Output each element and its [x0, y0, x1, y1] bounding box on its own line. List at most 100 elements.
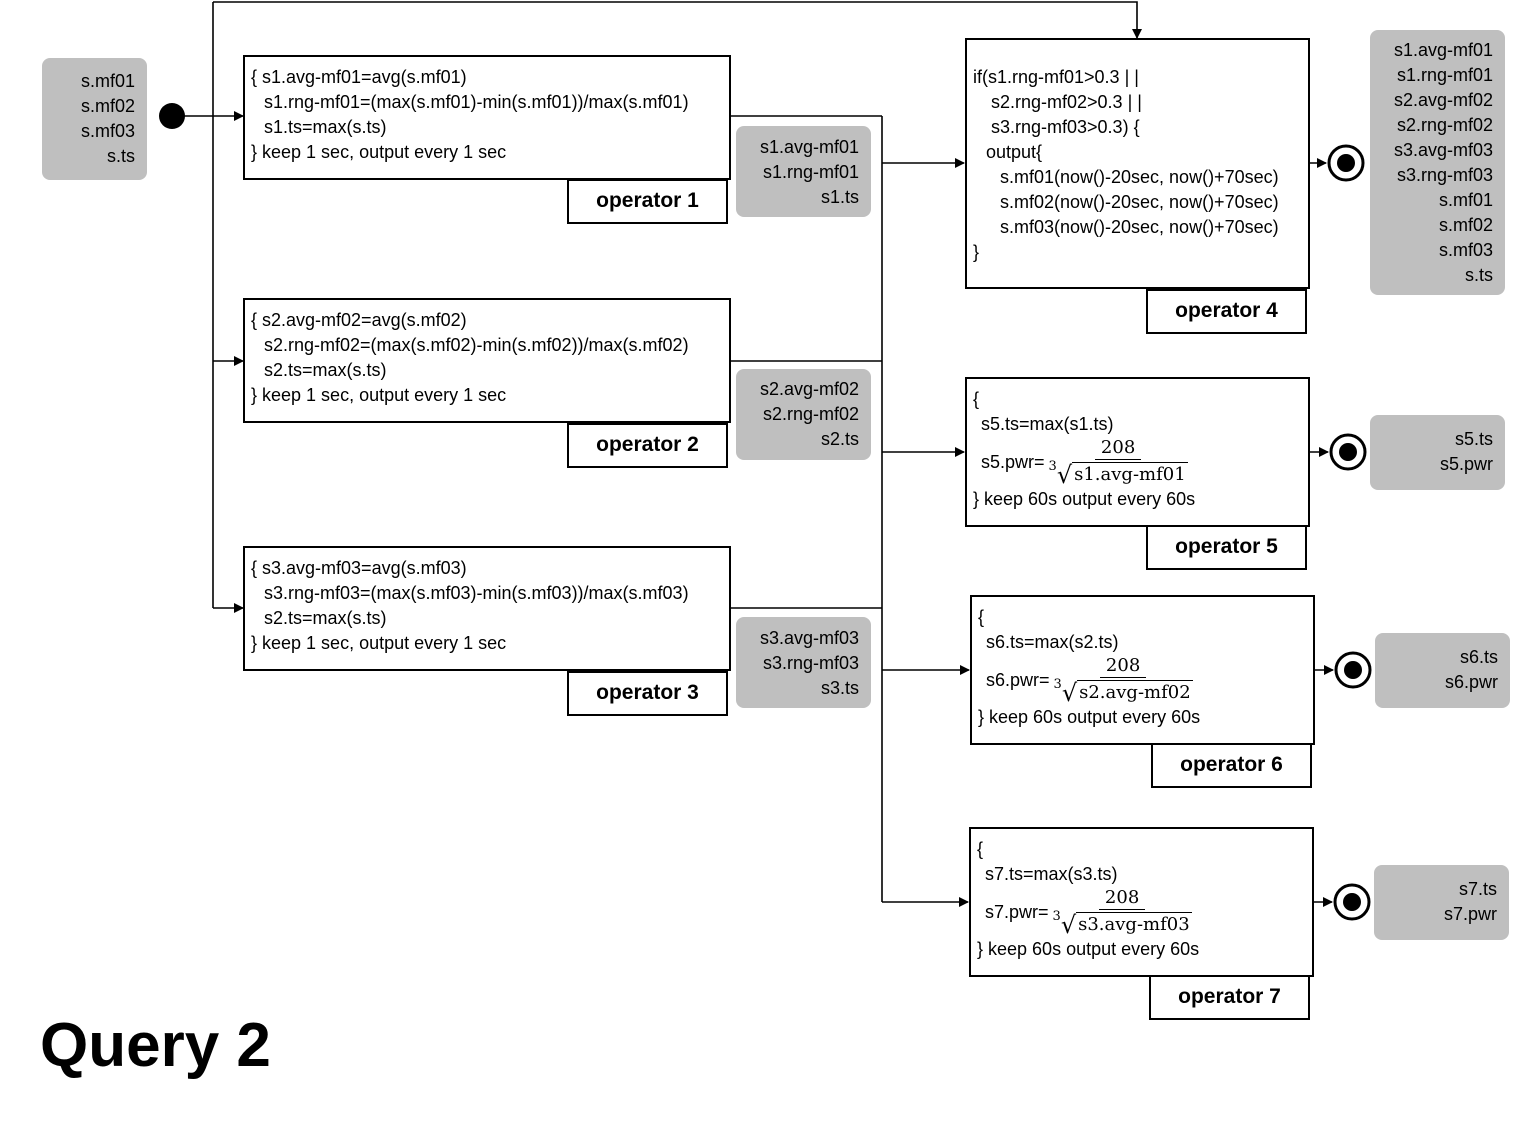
- sink-node-op6: [1334, 651, 1372, 689]
- op7-denominator: 3 √ s3.avg-mf03: [1053, 910, 1192, 937]
- field-label: s3.rng-mf03: [762, 653, 859, 673]
- op7-pwr-formula: s7.pwr= 208 3 √ s3.avg-mf03: [977, 887, 1306, 937]
- field-label: s1.rng-mf01: [1396, 65, 1493, 85]
- operator-6-box: { s6.ts=max(s2.ts) s6.pwr= 208 3 √ s2.av…: [970, 595, 1315, 745]
- op4-line: output{: [986, 142, 1043, 162]
- op2-line: s2.ts=max(s.ts): [264, 360, 387, 380]
- field-label: s2.rng-mf02: [1396, 115, 1493, 135]
- operator-3-label: operator 3: [567, 671, 728, 716]
- op4-line: s2.rng-mf02>0.3 | |: [991, 92, 1142, 112]
- sink-node-op4: [1327, 144, 1365, 182]
- op7-radicand: s3.avg-mf03: [1076, 912, 1192, 935]
- field-label: s1.avg-mf01: [759, 137, 859, 157]
- op6-pwr-label: s6.pwr=: [986, 669, 1050, 690]
- operator-2-outputs: s2.avg-mf02 s2.rng-mf02 s2.ts: [736, 369, 871, 460]
- input-fields: s.mf01 s.mf02 s.mf03 s.ts: [42, 58, 147, 180]
- op3-line: { s3.avg-mf03=avg(s.mf03): [251, 558, 467, 578]
- op3-line: } keep 1 sec, output every 1 sec: [251, 633, 507, 653]
- op1-line: s1.rng-mf01=(max(s.mf01)-min(s.mf01))/ma…: [264, 92, 689, 112]
- op4-line: s.mf02(now()-20sec, now()+70sec): [1000, 192, 1279, 212]
- root-icon: √: [1060, 911, 1077, 939]
- operator-7-box: { s7.ts=max(s3.ts) s7.pwr= 208 3 √ s3.av…: [969, 827, 1314, 977]
- op7-close: } keep 60s output every 60s: [977, 939, 1200, 959]
- operator-6-label: operator 6: [1151, 743, 1312, 788]
- field-label: s3.avg-mf03: [759, 628, 859, 648]
- field-label: s2.avg-mf02: [1393, 90, 1493, 110]
- field-label: s2.ts: [820, 429, 859, 449]
- op4-line: s.mf01(now()-20sec, now()+70sec): [1000, 167, 1279, 187]
- op1-line: { s1.avg-mf01=avg(s.mf01): [251, 67, 467, 87]
- field-label: s3.ts: [820, 678, 859, 698]
- operator-6-outputs: s6.ts s6.pwr: [1375, 633, 1510, 708]
- source-node: [159, 103, 185, 129]
- field-label: s3.rng-mf03: [1396, 165, 1493, 185]
- field-label: s5.pwr: [1439, 454, 1493, 474]
- op6-radicand: s2.avg-mf02: [1077, 680, 1193, 703]
- op6-close: } keep 60s output every 60s: [978, 707, 1201, 727]
- operator-5-outputs: s5.ts s5.pwr: [1370, 415, 1505, 490]
- op5-denominator: 3 √ s1.avg-mf01: [1049, 460, 1188, 487]
- op7-fraction: 208 3 √ s3.avg-mf03: [1053, 887, 1192, 937]
- field-label: s.mf01: [80, 71, 135, 91]
- field-label: s7.pwr: [1443, 904, 1497, 924]
- field-label: s6.ts: [1459, 647, 1498, 667]
- op6-ts: s6.ts=max(s2.ts): [986, 632, 1119, 652]
- op6-root-index: 3: [1053, 677, 1062, 692]
- operator-4-box: if(s1.rng-mf01>0.3 | | s2.rng-mf02>0.3 |…: [965, 38, 1310, 289]
- op4-line: if(s1.rng-mf01>0.3 | |: [973, 67, 1139, 87]
- op6-fraction: 208 3 √ s2.avg-mf02: [1054, 655, 1193, 705]
- operator-1-box: { s1.avg-mf01=avg(s.mf01) s1.rng-mf01=(m…: [243, 55, 731, 180]
- op5-numerator: 208: [1094, 437, 1142, 460]
- op6-open: {: [978, 607, 985, 627]
- root-icon: √: [1056, 461, 1073, 489]
- operator-1-label: operator 1: [567, 179, 728, 224]
- operator-3-outputs: s3.avg-mf03 s3.rng-mf03 s3.ts: [736, 617, 871, 708]
- op5-root-index: 3: [1048, 459, 1057, 474]
- op3-line: s3.rng-mf03=(max(s.mf03)-min(s.mf03))/ma…: [264, 583, 689, 603]
- sink-node-op7: [1333, 883, 1371, 921]
- op7-pwr-label: s7.pwr=: [985, 901, 1049, 922]
- field-label: s.mf02: [1438, 215, 1493, 235]
- operator-5-label: operator 5: [1146, 525, 1307, 570]
- edge-bus-op4: [213, 1, 1142, 39]
- field-label: s.mf01: [1438, 190, 1493, 210]
- field-label: s1.avg-mf01: [1393, 40, 1493, 60]
- op4-line: s.mf03(now()-20sec, now()+70sec): [1000, 217, 1279, 237]
- operator-3-box: { s3.avg-mf03=avg(s.mf03) s3.rng-mf03=(m…: [243, 546, 731, 671]
- op1-line: s1.ts=max(s.ts): [264, 117, 387, 137]
- field-label: s5.ts: [1454, 429, 1493, 449]
- diagram-title: Query 2: [40, 1011, 271, 1080]
- operator-4-outputs: s1.avg-mf01 s1.rng-mf01 s2.avg-mf02 s2.r…: [1370, 30, 1505, 295]
- field-label: s.mf02: [80, 96, 135, 116]
- op7-root-index: 3: [1052, 909, 1061, 924]
- field-label: s2.rng-mf02: [762, 404, 859, 424]
- op4-line: s3.rng-mf03>0.3) {: [991, 117, 1140, 137]
- op5-ts: s5.ts=max(s1.ts): [981, 414, 1114, 434]
- op5-fraction: 208 3 √ s1.avg-mf01: [1049, 437, 1188, 487]
- field-label: s1.ts: [820, 187, 859, 207]
- op6-numerator: 208: [1099, 655, 1147, 678]
- field-label: s1.rng-mf01: [762, 162, 859, 182]
- operator-2-label: operator 2: [567, 423, 728, 468]
- op2-line: s2.rng-mf02=(max(s.mf02)-min(s.mf02))/ma…: [264, 335, 689, 355]
- op7-numerator: 208: [1098, 887, 1146, 910]
- field-label: s.mf03: [1438, 240, 1493, 260]
- op3-line: s2.ts=max(s.ts): [264, 608, 387, 628]
- op2-line: { s2.avg-mf02=avg(s.mf02): [251, 310, 467, 330]
- operator-5-box: { s5.ts=max(s1.ts) s5.pwr= 208 3 √ s1.av…: [965, 377, 1310, 527]
- sink-node-op5: [1329, 433, 1367, 471]
- op2-line: } keep 1 sec, output every 1 sec: [251, 385, 507, 405]
- field-label: s7.ts: [1458, 879, 1497, 899]
- operator-1-outputs: s1.avg-mf01 s1.rng-mf01 s1.ts: [736, 126, 871, 217]
- op4-line: }: [973, 242, 980, 262]
- field-label: s2.avg-mf02: [759, 379, 859, 399]
- op5-radicand: s1.avg-mf01: [1072, 462, 1188, 485]
- operator-2-box: { s2.avg-mf02=avg(s.mf02) s2.rng-mf02=(m…: [243, 298, 731, 423]
- operator-4-label: operator 4: [1146, 289, 1307, 334]
- op1-line: } keep 1 sec, output every 1 sec: [251, 142, 507, 162]
- field-label: s3.avg-mf03: [1393, 140, 1493, 160]
- op5-pwr-label: s5.pwr=: [981, 451, 1045, 472]
- field-label: s.mf03: [80, 121, 135, 141]
- op7-open: {: [977, 839, 984, 859]
